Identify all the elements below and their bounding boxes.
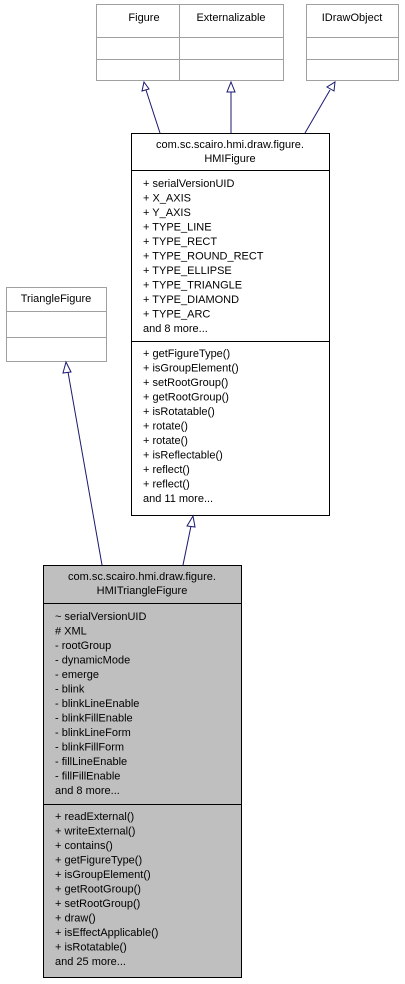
class-member-attribute: + X_AXIS [143,193,191,205]
class-member-operation: + reflect() [143,464,190,476]
class-member-attribute: - rootGroup [55,640,111,652]
class-member-operation: + isRotatable() [55,942,127,954]
generalization-arrowhead [141,80,150,92]
class-member-attribute: - fillFillEnable [55,771,120,783]
class-member-attribute: - dynamicMode [55,655,130,667]
class-externalizable-box [179,4,284,81]
class-member-attribute: - fillLineEnable [55,756,127,768]
class-member-attribute: and 8 more... [143,323,208,335]
class-trianglefigure-box [6,287,107,362]
class-hmitrianglefigure-operations: + readExternal() + writeExternal() + conta… [55,811,158,968]
class-member-operation: + isRotatable() [143,406,215,418]
generalization-line-hmifigure-idrawobject [304,89,331,134]
class-hmifigure-box [131,133,330,516]
class-hmifigure-name-line: HMIFigure [204,153,255,165]
generalization-arrowhead [62,360,72,374]
generalization-line-hmitrianglefigure-hmifigure [182,525,192,566]
class-member-operation: and 11 more... [143,493,213,505]
class-figure[interactable]: Figure [96,4,193,81]
class-member-attribute: + TYPE_DIAMOND [143,294,239,306]
class-externalizable-name: Externalizable [196,12,265,24]
class-hmitrianglefigure-name-line: com.sc.scairo.hmi.draw.figure. [68,571,216,583]
class-idrawobject-box [306,4,399,81]
class-hmifigure-name-line: com.sc.scairo.hmi.draw.figure. [156,139,304,151]
class-member-operation: and 25 more... [55,956,126,968]
class-member-operation: + isGroupElement() [143,363,239,375]
class-member-operation: + contains() [55,840,113,852]
class-trianglefigure[interactable]: TriangleFigure [6,287,107,362]
class-idrawobject[interactable]: IDrawObject [306,4,399,81]
class-member-attribute: ~ serialVersionUID [55,611,146,623]
class-hmitrianglefigure-box [43,565,242,978]
generalization-arrowhead [226,80,236,93]
class-member-operation: + reflect() [143,479,190,491]
class-member-attribute: - blinkLineEnable [55,698,139,710]
class-member-attribute: - blinkFillForm [55,742,124,754]
class-hmitrianglefigure-attributes: ~ serialVersionUID # XML - rootGroup - dyna… [55,611,146,797]
class-hmitrianglefigure-name-line: HMITriangleFigure [97,585,188,597]
class-member-attribute: + TYPE_LINE [143,222,212,234]
class-member-attribute: + TYPE_ARC [143,309,210,321]
class-member-attribute: - blinkLineForm [55,727,131,739]
class-member-operation: + getRootGroup() [143,392,229,404]
class-member-attribute: + TYPE_ELLIPSE [143,265,232,277]
generalization-line-hmitrianglefigure-trianglefigure [67,371,103,566]
class-hmitrianglefigure[interactable]: com.sc.scairo.hmi.draw.figure. HMITriang… [43,565,242,978]
class-externalizable[interactable]: Externalizable [179,4,284,81]
class-figure-box [96,4,193,81]
inheritance-arrows [62,80,336,566]
class-member-operation: + isEffectApplicable() [55,927,158,939]
class-hmifigure-operations: + getFigureType() + isGroupElement() + set… [143,348,239,505]
class-member-attribute: - emerge [55,669,99,681]
class-member-operation: + isReflectable() [143,450,223,462]
class-idrawobject-name: IDrawObject [322,12,383,24]
class-member-operation: + isGroupElement() [55,869,151,881]
class-member-operation: + getFigureType() [55,855,142,867]
class-member-operation: + readExternal() [55,811,134,823]
class-member-operation: + getFigureType() [143,348,230,360]
class-member-operation: + setRootGroup() [143,377,228,389]
class-member-attribute: + Y_AXIS [143,207,191,219]
class-member-operation: + getRootGroup() [55,884,141,896]
class-member-operation: + rotate() [143,435,188,447]
class-member-attribute: - blink [55,684,85,696]
class-member-attribute: # XML [55,626,87,638]
class-member-attribute: and 8 more... [55,785,120,797]
class-figure-name: Figure [128,12,159,24]
class-member-attribute: + TYPE_ROUND_RECT [143,251,264,263]
class-member-operation: + writeExternal() [55,826,135,838]
class-member-operation: + setRootGroup() [55,898,140,910]
class-member-operation: + draw() [55,913,96,925]
generalization-arrowhead [326,81,336,92]
class-member-operation: + rotate() [143,421,188,433]
generalization-line-hmifigure-figure [145,89,161,134]
class-member-attribute: + TYPE_RECT [143,236,217,248]
generalization-arrowhead [186,514,196,528]
class-member-attribute: + TYPE_TRIANGLE [143,280,242,292]
class-trianglefigure-name: TriangleFigure [21,293,92,305]
class-member-attribute: + serialVersionUID [143,178,234,190]
class-hmifigure[interactable]: com.sc.scairo.hmi.draw.figure. HMIFigure… [131,133,330,516]
class-member-attribute: - blinkFillEnable [55,713,133,725]
class-hmifigure-attributes: + serialVersionUID + X_AXIS + Y_AXIS + TYPE… [143,178,264,335]
